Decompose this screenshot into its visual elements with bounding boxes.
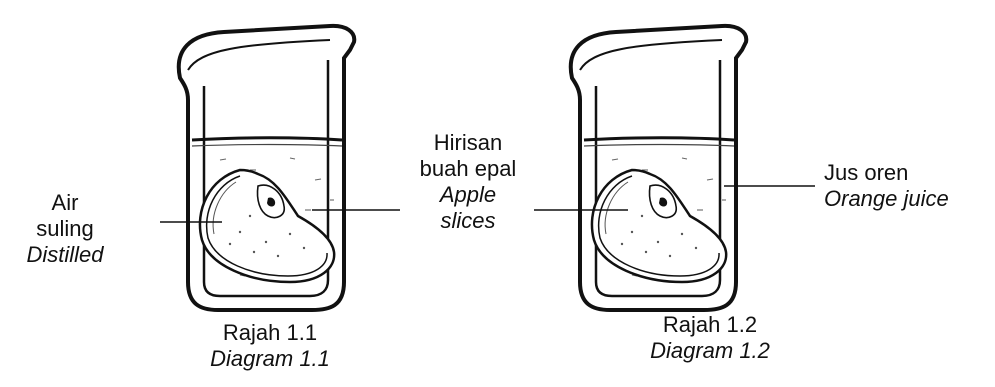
orange-juice-en: Orange juice bbox=[824, 186, 949, 211]
distilled-water-en: Distilled bbox=[26, 242, 104, 267]
diagram-1-caption-en: Diagram 1.1 bbox=[210, 346, 330, 371]
apple-slice-label: Hirisan buah epal Apple slices bbox=[398, 130, 538, 234]
apple-slice-en-line1: Apple bbox=[439, 182, 497, 207]
distilled-water-ms-line1: Air bbox=[51, 190, 79, 215]
diagram-2-caption: Rajah 1.2 Diagram 1.2 bbox=[630, 312, 790, 364]
diagram-2-caption-ms: Rajah 1.2 bbox=[662, 312, 758, 337]
diagram-1-caption-ms: Rajah 1.1 bbox=[222, 320, 318, 345]
orange-juice-ms: Jus oren bbox=[824, 160, 909, 185]
distilled-water-ms-line2: suling bbox=[36, 216, 94, 241]
diagram-2-caption-en: Diagram 1.2 bbox=[650, 338, 770, 363]
beaker-2 bbox=[568, 23, 749, 312]
apple-slice-en-line2: slices bbox=[440, 208, 496, 233]
orange-juice-label: Jus oren Orange juice bbox=[824, 160, 949, 212]
apple-slice-ms-line1: Hirisan bbox=[433, 130, 503, 155]
distilled-water-label: Air suling Distilled bbox=[6, 190, 124, 268]
apple-slice-ms-line2: buah epal bbox=[419, 156, 517, 181]
beaker-1 bbox=[176, 23, 357, 312]
diagram-1-caption: Rajah 1.1 Diagram 1.1 bbox=[190, 320, 350, 372]
